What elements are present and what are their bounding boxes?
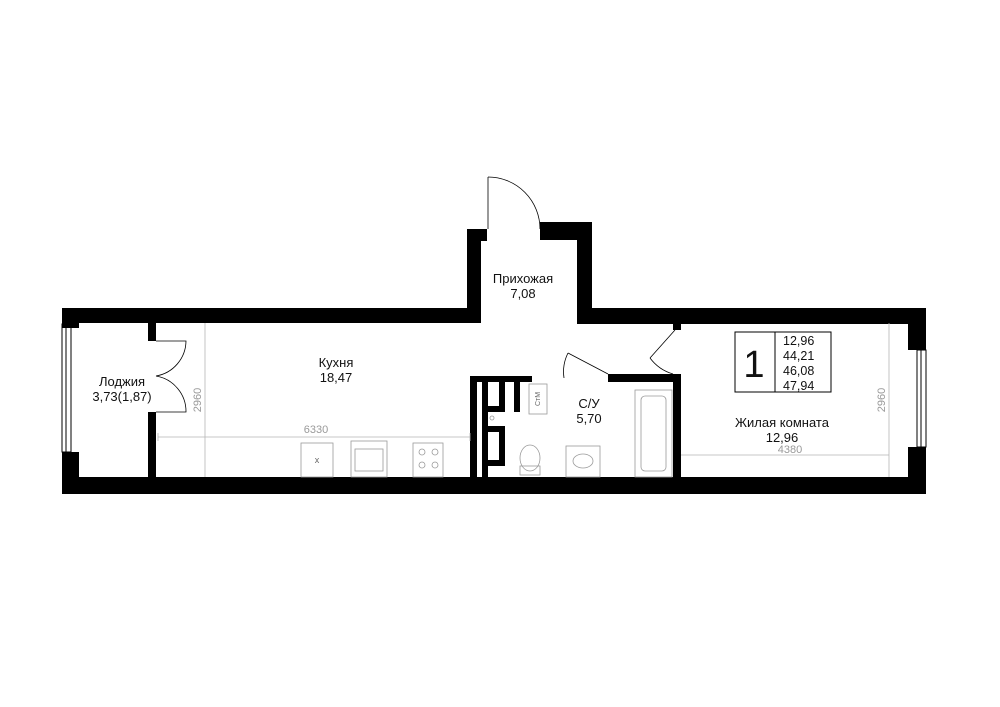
kitchen-width-dim: 6330 [304, 424, 328, 436]
wall-bath-left-a [470, 376, 477, 477]
living-name: Жилая комната [735, 415, 830, 430]
dimension-labels: 6330 2960 4380 2960 [192, 388, 888, 456]
wall-top-right [577, 308, 926, 324]
loggia-door-swing-top [155, 340, 187, 377]
info-box: 1 12,96 44,21 46,08 47,94 [734, 331, 832, 393]
wall-shaft-block-c [482, 406, 505, 412]
wall-hall-right [577, 222, 592, 322]
wall-hall-left-stub [471, 229, 487, 241]
wall-bath-right [673, 374, 681, 477]
sink-mark: x [315, 455, 320, 465]
wall-hall-left [467, 229, 481, 323]
wall-shaft-block-e [482, 460, 505, 466]
kitchen-oven [350, 440, 388, 478]
living-depth-dim: 2960 [876, 388, 888, 412]
living-door-leaf [649, 329, 676, 359]
wall-outer-right-top [908, 308, 926, 350]
wall-outer-right-bottom [908, 447, 926, 494]
hallway-name: Прихожая [493, 271, 553, 286]
wall-bath-shaft-right [514, 382, 520, 412]
kitchen-stove [412, 442, 444, 478]
info-value-0: 12,96 [783, 334, 814, 348]
doors [155, 176, 676, 413]
bath-door-swing [563, 352, 569, 379]
fixtures [300, 383, 673, 478]
kitchen-name: Кухня [319, 355, 354, 370]
wall-living-partition-top [673, 322, 681, 330]
wall-outer-left [62, 308, 79, 328]
kitchen-depth-dim: 2960 [192, 388, 204, 412]
loggia-name: Лоджия [99, 374, 145, 389]
wall-bath-top [470, 376, 532, 382]
wall-bath-right-top [608, 374, 681, 382]
info-rooms-count: 1 [743, 344, 764, 386]
loggia-door-swing-bottom [155, 375, 187, 413]
kitchen-sink [300, 442, 334, 478]
hallway-area: 7,08 [510, 286, 535, 301]
wall-shaft-block-b [499, 382, 505, 412]
bath-sink [565, 445, 601, 478]
entrance-door-swing [487, 176, 541, 230]
wall-bottom [62, 477, 926, 494]
windows [61, 323, 927, 453]
toilet [519, 444, 541, 472]
wall-loggia-partition-bottom [148, 412, 156, 478]
dimension-lines [157, 323, 890, 477]
walls [62, 222, 926, 494]
living-area: 12,96 [766, 430, 799, 445]
wall-hall-right-top [540, 222, 588, 240]
loggia-area: 3,73(1,87) [92, 389, 151, 404]
info-value-1: 44,21 [783, 349, 814, 363]
info-value-2: 46,08 [783, 364, 814, 378]
washer-label: СтМ [535, 392, 542, 406]
bath-door-leaf [567, 352, 609, 375]
living-door-swing [649, 357, 674, 375]
wall-shaft-block-d [482, 426, 505, 432]
room-labels: Прихожая 7,08 Кухня 18,47 Лоджия 3,73(1,… [92, 271, 829, 445]
bathroom-area: 5,70 [576, 411, 601, 426]
shaft-pipe [489, 415, 495, 421]
wall-shaft-block-f [499, 426, 505, 466]
info-value-3: 47,94 [783, 379, 814, 393]
bathtub [634, 389, 673, 478]
wall-top-left [62, 308, 476, 323]
living-width-dim: 4380 [778, 444, 802, 456]
wall-loggia-partition-top [148, 323, 156, 341]
kitchen-area: 18,47 [320, 370, 353, 385]
bathroom-name: С/У [578, 396, 600, 411]
washing-machine [528, 383, 548, 415]
